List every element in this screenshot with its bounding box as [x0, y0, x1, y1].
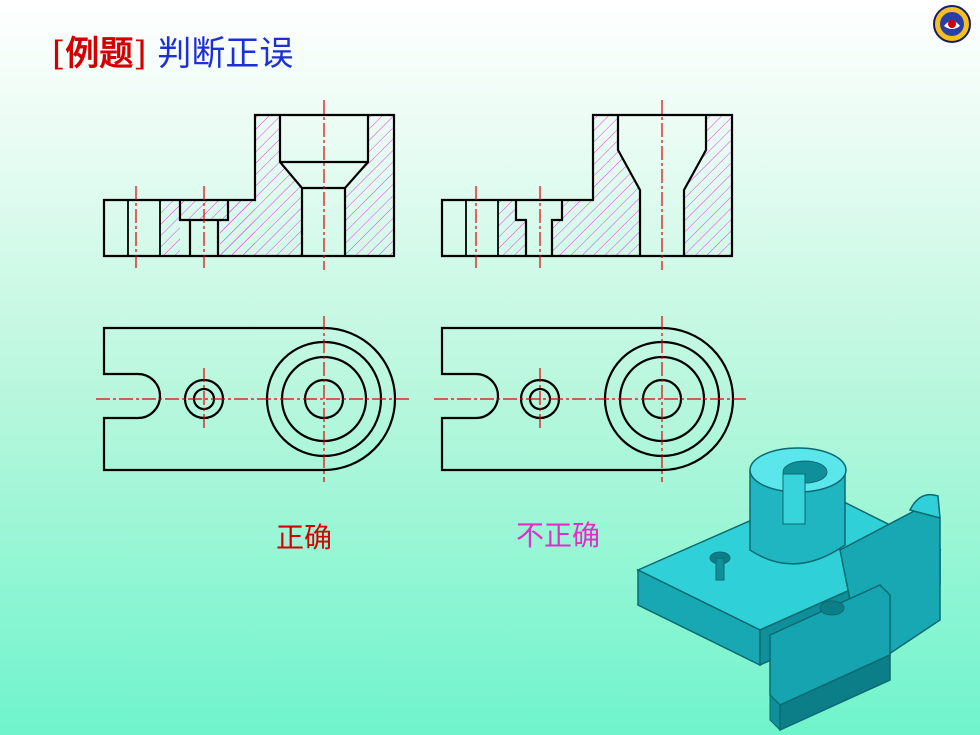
label-correct: 正确: [276, 521, 333, 554]
front-section-incorrect: [440, 113, 734, 258]
front-centerlines-correct: [135, 100, 325, 270]
title-bracket-close: ]: [133, 34, 147, 74]
front-centerlines-incorrect: [475, 100, 663, 270]
title-bracket-open: [: [52, 34, 66, 74]
label-incorrect: 不正确: [516, 519, 601, 552]
top-centerlines-incorrect: [434, 316, 746, 482]
title-text: 判断正误: [157, 34, 294, 74]
front-section-correct: [102, 113, 396, 258]
title-tag: 例题: [65, 34, 134, 74]
3d-model-illustration: [636, 447, 942, 732]
university-seal-icon: [933, 5, 971, 43]
top-centerlines-correct: [96, 316, 410, 482]
slide-title: [例题] 判断正误: [52, 26, 293, 75]
